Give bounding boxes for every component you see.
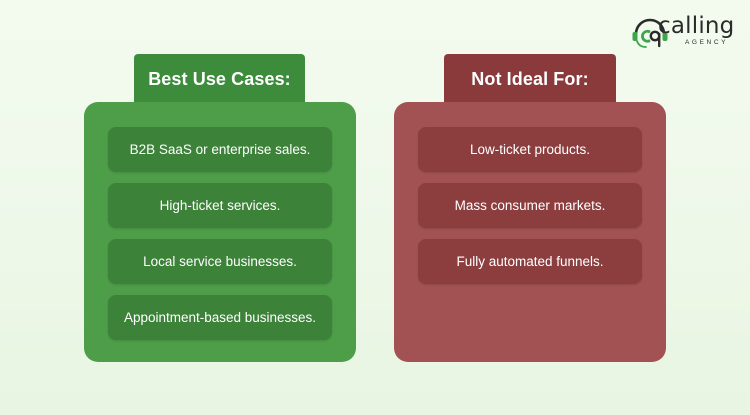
logo-tagline: AGENCY: [685, 39, 729, 46]
best-use-cases-card: B2B SaaS or enterprise sales. High-ticke…: [84, 102, 356, 362]
brand-logo: calling AGENCY: [630, 13, 738, 50]
not-ideal-item: Low-ticket products.: [418, 127, 642, 172]
best-use-case-item: B2B SaaS or enterprise sales.: [108, 127, 332, 172]
not-ideal-item: Fully automated funnels.: [418, 239, 642, 284]
logo-wordmark: calling: [658, 13, 735, 39]
not-ideal-item: Mass consumer markets.: [418, 183, 642, 228]
cq-logo-icon: [632, 18, 668, 48]
best-use-case-item: High-ticket services.: [108, 183, 332, 228]
best-use-case-item: Local service businesses.: [108, 239, 332, 284]
not-ideal-for-card: Low-ticket products. Mass consumer marke…: [394, 102, 666, 362]
not-ideal-for-heading: Not Ideal For:: [444, 54, 616, 104]
best-use-case-item: Appointment-based businesses.: [108, 295, 332, 340]
best-use-cases-heading: Best Use Cases:: [134, 54, 305, 104]
